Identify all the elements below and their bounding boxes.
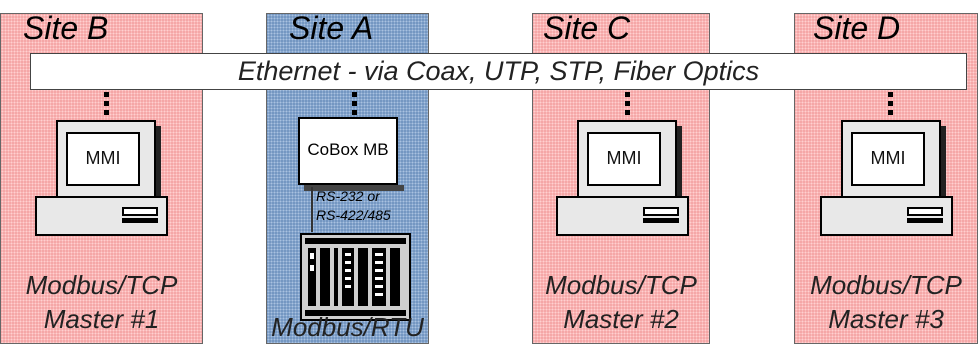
cpu-box-icon (556, 196, 689, 236)
site-d-title: Site D (813, 10, 901, 46)
site-a-caption: Modbus/RTU (266, 310, 429, 344)
cpu-box-icon (35, 196, 168, 236)
mmi-screen-label: MMI (66, 132, 140, 186)
site-b-caption: Modbus/TCP Master #1 (0, 268, 203, 336)
site-d-role: Modbus/TCP (810, 270, 962, 300)
site-d-master: Master #3 (828, 304, 944, 334)
site-d-caption: Modbus/TCP Master #3 (794, 268, 978, 336)
mmi-screen-label: MMI (587, 132, 661, 186)
serial-link-line (311, 187, 313, 232)
monitor-icon: MMI (577, 120, 677, 202)
site-b-master: Master #1 (43, 304, 160, 334)
site-c-master: Master #2 (563, 304, 679, 334)
mmi-screen-label: MMI (851, 132, 925, 186)
connector-site-a (352, 92, 358, 119)
ethernet-bus: Ethernet - via Coax, UTP, STP, Fiber Opt… (30, 53, 967, 90)
site-a-role: Modbus/RTU (271, 312, 424, 342)
connector-site-c (625, 92, 631, 119)
serial-link-label-line2: RS-422/485 (316, 207, 391, 223)
site-b-title: Site B (23, 10, 109, 46)
monitor-icon: MMI (56, 120, 156, 202)
site-a-title: Site A (289, 10, 374, 46)
monitor-icon: MMI (841, 120, 941, 202)
site-c-caption: Modbus/TCP Master #2 (532, 268, 710, 336)
connector-site-d (888, 92, 894, 119)
ethernet-label: Ethernet - via Coax, UTP, STP, Fiber Opt… (237, 56, 760, 86)
serial-link-label-line1: RS-232 or (316, 188, 380, 204)
site-b-role: Modbus/TCP (25, 270, 178, 300)
connector-site-b (104, 92, 110, 119)
cobox-mb-gateway: CoBox MB (298, 117, 398, 185)
site-c-role: Modbus/TCP (545, 270, 697, 300)
plc-rack-icon (300, 233, 411, 321)
site-c-title: Site C (543, 10, 631, 46)
serial-link-label: RS-232 or RS-422/485 (316, 187, 391, 225)
cpu-box-icon (820, 196, 953, 236)
